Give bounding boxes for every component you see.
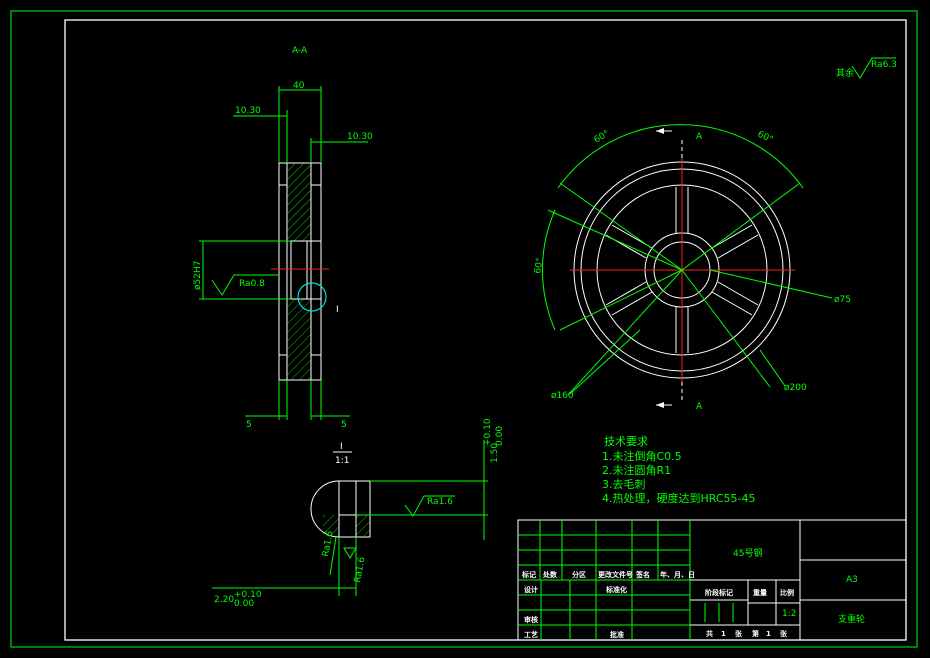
roughness-side1-leader	[329, 536, 337, 576]
detail-hatch-left	[323, 515, 339, 537]
dim-d200-text: ø200	[784, 383, 807, 393]
title-block-grid	[518, 520, 691, 640]
tb-h-check: 审核	[524, 615, 538, 624]
tb-sheets-total-label: 共	[706, 629, 713, 638]
tb-h-zone: 分区	[572, 570, 586, 579]
tb-paper-size: A3	[846, 575, 858, 585]
dim-groove-depth: 1.50	[490, 443, 500, 463]
roughness-rest-text: Ra6.3	[871, 60, 897, 70]
title-block: 标记 处数 分区 更改文件号 签名 年、月、日 设计 标准化 审核 工艺 批准 …	[517, 519, 907, 641]
dim-bore-text: ø52H7	[193, 261, 203, 290]
roughness-groove-top-symbol	[404, 495, 455, 517]
title-block-right-grid	[690, 520, 906, 640]
dim-40-text: 40	[293, 81, 305, 91]
outer-border	[10, 10, 918, 648]
tb-h-standard: 标准化	[605, 585, 627, 594]
dim-groove-depth-tol-lower: 0.00	[495, 426, 505, 446]
dim-groove-depth-tol-upper: +0.10	[483, 418, 493, 446]
section-view: A-A I 40 10.30 10.30	[193, 46, 373, 430]
tb-h-stage: 阶段标记	[705, 588, 733, 597]
section-label: A-A	[292, 46, 308, 56]
tech-title: 技术要求	[604, 435, 648, 448]
tb-h-count: 处数	[542, 570, 558, 579]
roughness-rest: 其余 Ra6.3	[836, 57, 897, 79]
tech-item-3: 3.去毛刺	[602, 478, 646, 491]
tb-scale-value: 1:2	[782, 609, 796, 619]
cut-label-top: A	[696, 132, 703, 142]
angle-arc-top	[557, 124, 804, 189]
stage-cells	[704, 603, 734, 622]
cut-arrowhead-top	[656, 128, 664, 134]
detail-circle	[297, 282, 327, 312]
section-hatch-lower	[287, 299, 311, 379]
tech-item-1: 1.未注倒角C0.5	[602, 449, 682, 463]
leader-d200	[759, 349, 786, 387]
dim-1030-right-text: 10.30	[347, 132, 373, 142]
leader-d75	[709, 269, 833, 299]
dim-groove-width-tol-upper: +0.10	[234, 590, 262, 600]
dim-groove-width: 2.20	[214, 595, 234, 605]
tb-h-docno: 更改文件号	[598, 570, 633, 579]
detail-scale: 1:1	[335, 456, 349, 466]
roughness-rest-prefix: 其余	[836, 67, 854, 79]
tb-h-process: 工艺	[524, 630, 538, 639]
tb-h-weight: 重量	[753, 588, 767, 597]
dim-1030-left-text: 10.30	[235, 106, 261, 116]
tb-material: 45号钢	[733, 547, 762, 559]
detail-view: I 1:1 1.50 +0.10 0.00 Ra1.6 Ra1.6 Ra1.6 …	[212, 418, 505, 609]
tb-part-name: 支重轮	[838, 613, 865, 625]
cut-label-bottom: A	[696, 402, 703, 412]
tb-sheet-no-suffix: 张	[780, 629, 788, 638]
dim-5-left-text: 5	[246, 420, 252, 430]
front-view: A A 60° 60° 60° ø75 ø160 ø200	[533, 124, 851, 412]
tb-h-sign: 签名	[635, 570, 650, 579]
roughness-groove-side2: Ra1.6	[353, 556, 367, 583]
dim-d160-text: ø160	[551, 391, 574, 401]
dim-5-right-text: 5	[341, 420, 347, 430]
detail-title: I	[340, 442, 343, 452]
roughness-bore-text: Ra0.8	[239, 279, 265, 289]
inner-frame	[64, 19, 907, 641]
tb-h-scale: 比例	[780, 588, 794, 597]
tech-requirements: 技术要求 1.未注倒角C0.5 2.未注圆角R1 3.去毛刺 4.热处理，硬度达…	[602, 435, 756, 505]
tech-item-2: 2.未注圆角R1	[602, 463, 671, 477]
angle-text-left: 60°	[533, 257, 546, 274]
leader-d160	[569, 329, 641, 395]
tb-sheets-total: 1	[721, 630, 726, 638]
roughness-side2-symbol	[343, 547, 357, 559]
tb-h-design: 设计	[524, 585, 538, 594]
section-hatch-upper	[287, 163, 311, 241]
tb-sheet-no: 1	[766, 630, 771, 638]
dim-d75-text: ø75	[834, 295, 851, 305]
tb-h-mark: 标记	[521, 570, 536, 579]
tb-sheet-no-label: 第	[752, 629, 759, 638]
detail-circle-label: I	[336, 305, 339, 315]
angle-rays	[547, 182, 801, 396]
detail-hatch-right	[356, 515, 370, 537]
tb-h-date: 年、月、日	[660, 570, 695, 579]
roughness-groove-top: Ra1.6	[427, 497, 453, 507]
angle-text-top-right: 60°	[756, 130, 775, 146]
tech-item-4: 4.热处理，硬度达到HRC55-45	[602, 491, 756, 505]
dim-groove-width-tol-lower: 0.00	[234, 599, 254, 609]
angle-arc-left	[542, 209, 556, 331]
tb-sheet-label: 张	[735, 629, 743, 638]
cut-arrowhead-bottom	[656, 402, 664, 408]
roughness-bore-symbol	[211, 274, 279, 296]
tb-h-approve: 批准	[610, 630, 624, 639]
roughness-groove-side1: Ra1.6	[321, 530, 335, 557]
roughness-rest-symbol	[851, 57, 896, 79]
